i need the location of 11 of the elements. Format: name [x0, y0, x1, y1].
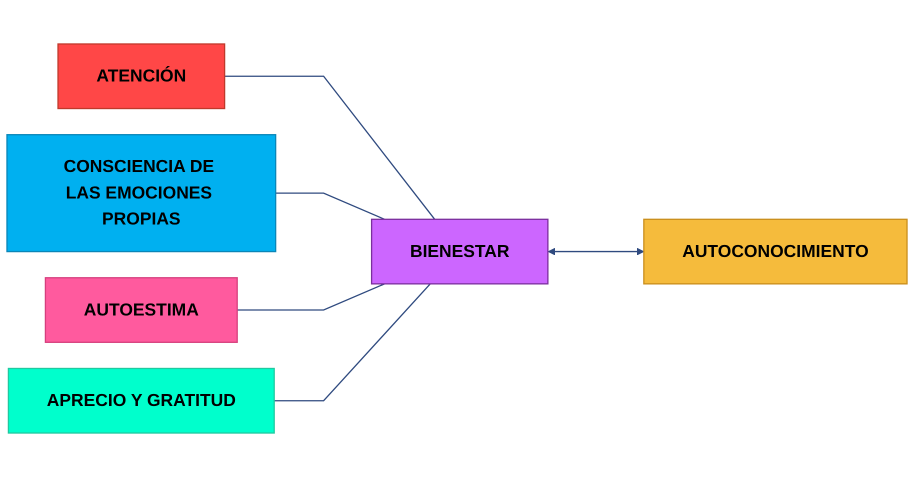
node-box [8, 368, 275, 434]
arrow [548, 248, 644, 256]
connector [237, 283, 385, 311]
node-box [643, 218, 908, 285]
node-box [370, 218, 549, 285]
node-box [6, 134, 276, 252]
node-box [57, 43, 226, 110]
connector [224, 76, 436, 220]
connector [274, 283, 431, 402]
connector [276, 192, 385, 220]
node-box [44, 277, 238, 343]
